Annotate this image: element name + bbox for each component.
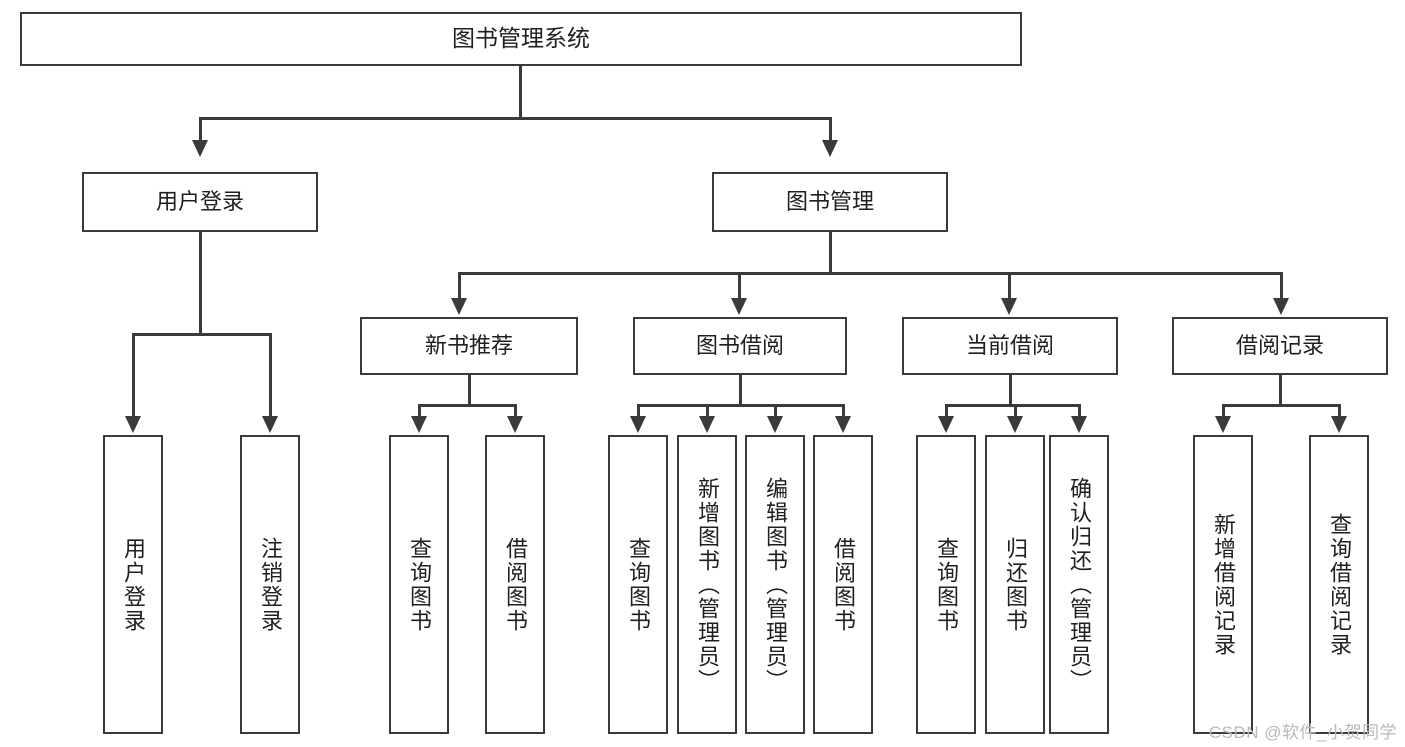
- edge-book-manage-bus: [458, 272, 1282, 275]
- edge-br-to-leaf-1: [1338, 404, 1341, 418]
- leaf-add-book[interactable]: 新增图书（管理员）: [677, 435, 737, 734]
- edge-nbr-to-leaf-0: [418, 404, 421, 418]
- node-label: 新书推荐: [424, 332, 513, 358]
- edge-cb-to-leaf-1: [1014, 404, 1017, 418]
- node-book-borrow[interactable]: 图书借阅: [633, 317, 847, 375]
- node-label: 编辑图书（管理员）: [763, 476, 788, 693]
- node-label: 新增借阅记录: [1211, 512, 1236, 657]
- node-label: 借阅图书: [503, 536, 528, 633]
- edge-cb-bus: [945, 404, 1079, 407]
- edge-bb-bus: [637, 404, 843, 407]
- arrow-to-leaf-return-book: [1007, 416, 1023, 433]
- arrow-to-leaf-borrow-book-1: [507, 416, 523, 433]
- node-label: 确认归还（管理员）: [1067, 476, 1092, 693]
- arrow-to-book-manage: [822, 140, 838, 157]
- node-label: 当前借阅: [965, 332, 1054, 358]
- node-label: 用户登录: [155, 188, 244, 214]
- edge-bb-to-leaf-3: [842, 404, 845, 418]
- node-label: 注销登录: [258, 536, 283, 633]
- node-new-book-recommend[interactable]: 新书推荐: [360, 317, 578, 375]
- leaf-borrow-book-2[interactable]: 借阅图书: [813, 435, 873, 734]
- leaf-query-book-3[interactable]: 查询图书: [916, 435, 976, 734]
- edge-bb-stem: [739, 375, 742, 405]
- node-user-login[interactable]: 用户登录: [82, 172, 318, 232]
- leaf-query-book-2[interactable]: 查询图书: [608, 435, 668, 734]
- edge-cb-to-leaf-0: [945, 404, 948, 418]
- edge-nbr-stem: [468, 375, 471, 405]
- arrow-to-leaf-confirm-return: [1071, 416, 1087, 433]
- leaf-user-login[interactable]: 用户登录: [103, 435, 163, 734]
- edge-bm-to-current-borrow: [1008, 272, 1011, 300]
- node-label: 图书管理: [785, 188, 874, 214]
- arrow-to-leaf-add-record: [1215, 416, 1231, 433]
- edge-br-bus: [1222, 404, 1339, 407]
- edge-user-login-to-leaf-1: [269, 333, 272, 418]
- node-book-manage[interactable]: 图书管理: [712, 172, 948, 232]
- node-label: 借阅记录: [1235, 332, 1324, 358]
- arrow-to-leaf-query-record: [1331, 416, 1347, 433]
- edge-bb-to-leaf-1: [706, 404, 709, 418]
- edge-bm-to-book-borrow: [738, 272, 741, 300]
- node-current-borrow[interactable]: 当前借阅: [902, 317, 1118, 375]
- csdn-watermark: CSDN @软件_小贺同学: [1208, 723, 1397, 742]
- leaf-logout[interactable]: 注销登录: [240, 435, 300, 734]
- node-label: 图书管理系统: [452, 25, 590, 52]
- edge-br-stem: [1279, 375, 1282, 405]
- arrow-to-leaf-user-login: [125, 416, 141, 433]
- node-label: 图书借阅: [695, 332, 784, 358]
- arrow-to-book-borrow: [731, 298, 747, 315]
- edge-user-login-stem: [199, 232, 202, 334]
- arrow-to-new-book-recommend: [451, 298, 467, 315]
- edge-bm-to-new-book: [458, 272, 461, 300]
- edge-root-stem: [519, 66, 522, 119]
- edge-book-manage-stem: [829, 232, 832, 274]
- node-borrow-record[interactable]: 借阅记录: [1172, 317, 1388, 375]
- edge-user-login-to-leaf-0: [132, 333, 135, 418]
- arrow-to-leaf-query-book-3: [938, 416, 954, 433]
- node-label: 用户登录: [121, 536, 146, 633]
- node-label: 借阅图书: [831, 536, 856, 633]
- arrow-to-current-borrow: [1001, 298, 1017, 315]
- leaf-confirm-return[interactable]: 确认归还（管理员）: [1049, 435, 1109, 734]
- edge-root-to-user-login: [199, 117, 202, 142]
- leaf-return-book[interactable]: 归还图书: [985, 435, 1045, 734]
- arrow-to-leaf-edit-book: [767, 416, 783, 433]
- edge-nbr-to-leaf-1: [514, 404, 517, 418]
- leaf-query-book-1[interactable]: 查询图书: [389, 435, 449, 734]
- arrow-to-leaf-borrow-book-2: [835, 416, 851, 433]
- node-label: 归还图书: [1003, 536, 1028, 633]
- node-label: 查询图书: [934, 536, 959, 633]
- arrow-to-leaf-query-book-1: [411, 416, 427, 433]
- node-label: 查询借阅记录: [1327, 512, 1352, 657]
- node-label: 新增图书（管理员）: [695, 476, 720, 693]
- leaf-borrow-book-1[interactable]: 借阅图书: [485, 435, 545, 734]
- edge-cb-stem: [1009, 375, 1012, 405]
- leaf-edit-book[interactable]: 编辑图书（管理员）: [745, 435, 805, 734]
- arrow-to-user-login: [192, 140, 208, 157]
- leaf-add-record[interactable]: 新增借阅记录: [1193, 435, 1253, 734]
- arrow-to-borrow-record: [1273, 298, 1289, 315]
- node-label: 查询图书: [626, 536, 651, 633]
- edge-root-to-book-manage: [829, 117, 832, 142]
- arrow-to-leaf-query-book-2: [630, 416, 646, 433]
- edge-bb-to-leaf-0: [637, 404, 640, 418]
- arrow-to-leaf-add-book: [699, 416, 715, 433]
- node-root-system[interactable]: 图书管理系统: [20, 12, 1022, 66]
- edge-cb-to-leaf-2: [1078, 404, 1081, 418]
- leaf-query-record[interactable]: 查询借阅记录: [1309, 435, 1369, 734]
- edge-root-bus: [199, 117, 832, 120]
- edge-br-to-leaf-0: [1222, 404, 1225, 418]
- arrow-to-leaf-logout: [262, 416, 278, 433]
- edge-bm-to-borrow-record: [1280, 272, 1283, 300]
- edge-nbr-bus: [418, 404, 515, 407]
- edge-user-login-bus: [132, 333, 270, 336]
- edge-bb-to-leaf-2: [774, 404, 777, 418]
- node-label: 查询图书: [407, 536, 432, 633]
